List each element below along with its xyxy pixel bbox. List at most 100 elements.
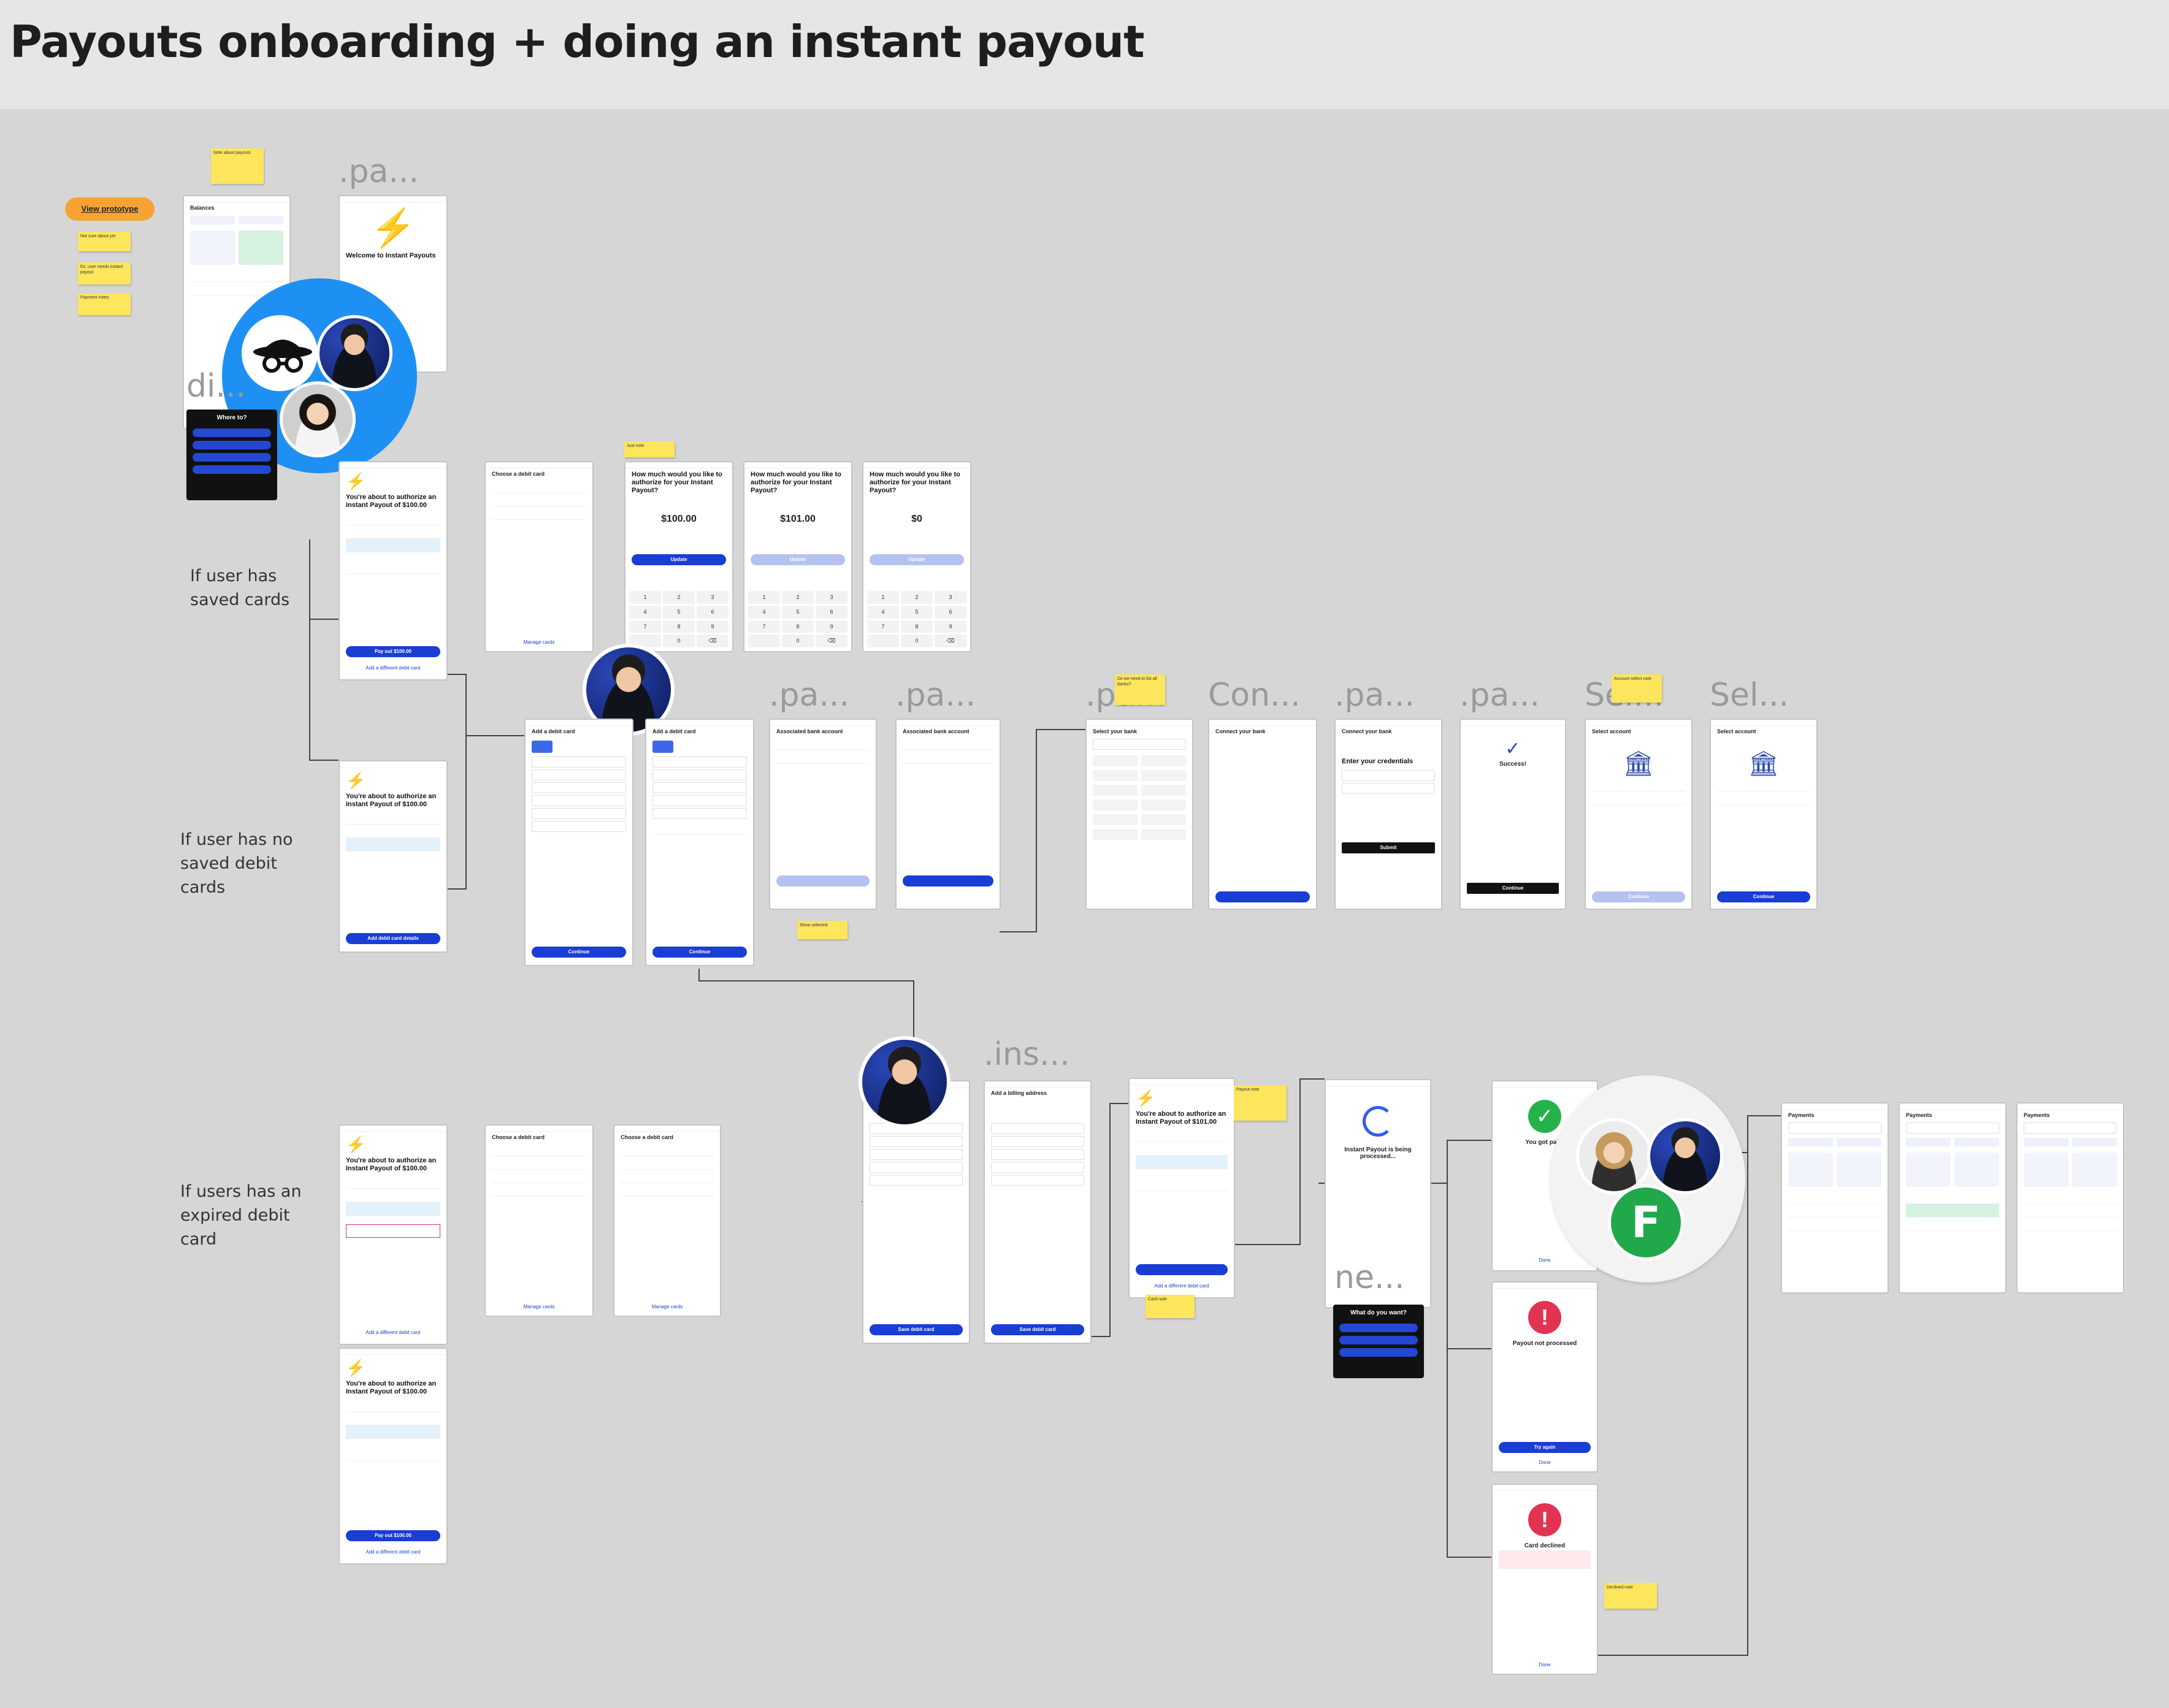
sticky-note[interactable]: Note about payouts [211,148,264,184]
search-input[interactable] [1093,739,1186,750]
bank-option[interactable] [1141,814,1186,825]
expired-card-row[interactable] [346,1224,440,1238]
screen-select-account[interactable]: Select account 🏛 Continue [1585,719,1693,910]
card-number-input[interactable] [532,757,626,768]
avatar[interactable] [583,644,675,736]
bank-option[interactable] [1093,814,1138,825]
province-select[interactable] [991,1175,1084,1186]
password-input[interactable] [1342,783,1435,795]
search-input[interactable] [1788,1123,1881,1134]
avatar[interactable] [859,1036,951,1128]
list-item[interactable] [1906,1191,1999,1204]
avatar[interactable] [316,315,392,391]
list-item[interactable] [1906,1218,1999,1231]
card-row[interactable] [492,1183,586,1197]
name-input[interactable] [652,795,747,806]
try-again-button[interactable]: Try again [1499,1442,1591,1453]
tab-payouts[interactable] [1954,1138,1999,1146]
sticky-note[interactable]: Do we need to list all banks? [1115,674,1165,705]
balance-tile[interactable] [1788,1153,1833,1187]
bank-option[interactable] [1141,799,1186,810]
balance-tile[interactable] [1906,1153,1951,1187]
sticky-note[interactable]: Card note [1146,1295,1195,1318]
screen-connect-bank[interactable]: Connect your bank [1208,719,1317,910]
menu-option[interactable] [1339,1324,1418,1332]
done-link[interactable]: Done [1539,1257,1551,1263]
add-different-card-link[interactable]: Add a different debit card [1154,1283,1209,1289]
sticky-note[interactable]: Just note [624,441,675,457]
manage-cards-link[interactable]: Manage cards [523,1304,555,1310]
bank-option[interactable] [1141,770,1186,781]
sticky-note[interactable]: Payment notes [78,293,131,315]
bank-option[interactable] [1093,829,1138,840]
tab-payouts[interactable] [2072,1138,2117,1146]
sticky-note[interactable]: Show selected [797,921,847,939]
save-debit-button[interactable]: Save debit card [870,1324,963,1335]
bank-option[interactable] [1093,799,1138,810]
screen-payments[interactable]: Payments [1899,1102,2006,1294]
list-item[interactable] [2024,1204,2117,1218]
sticky-note[interactable]: Not sure about yet [78,232,131,251]
save-debit-button[interactable]: Save debit card [991,1324,1084,1335]
screen-authorize[interactable]: ⚡ You're about to authorize an Instant P… [339,1348,448,1565]
avatar[interactable]: F [1608,1184,1684,1260]
save-button[interactable] [776,875,870,886]
bank-option[interactable] [1141,755,1186,766]
card-row[interactable] [492,1143,586,1156]
update-button[interactable]: Update [632,554,726,565]
add-different-card-link[interactable]: Add a different debit card [365,1330,421,1335]
instant-tile[interactable] [239,231,283,265]
screen-card-declined[interactable]: ! Card declined Done [1491,1484,1598,1675]
bank-option[interactable] [1141,829,1186,840]
tab-bar[interactable] [1900,1135,2005,1149]
address-line-2-input[interactable] [991,1136,1084,1147]
bank-row[interactable] [776,750,870,764]
list-item[interactable] [1788,1191,1881,1204]
card-row[interactable] [492,493,586,506]
sticky-note[interactable]: Ex. user needs instant payout [78,262,131,284]
bank-row[interactable] [903,737,993,750]
search-input[interactable] [1906,1123,1999,1134]
bank-account-input[interactable] [532,821,626,832]
card-row[interactable] [492,1156,586,1170]
balance-tile[interactable] [2024,1153,2068,1187]
card-row[interactable] [621,1143,714,1156]
screen-amount[interactable]: How much would you like to authorize for… [862,461,971,652]
account-row[interactable] [1717,778,1810,791]
tab-bar[interactable] [184,213,289,227]
account-row[interactable] [1592,791,1685,805]
expiry-input[interactable] [532,769,626,780]
bank-row[interactable] [776,737,870,750]
menu-option[interactable] [193,429,271,437]
update-button[interactable]: Update [870,554,964,565]
bank-account-row[interactable] [652,821,747,834]
pay-out-button[interactable] [1136,1264,1228,1275]
dark-menu-card[interactable]: Where to? [186,410,277,500]
screen-authorize[interactable]: ⚡ You're about to authorize an Instant P… [1128,1078,1235,1298]
card-row[interactable] [621,1183,714,1197]
card-row[interactable] [492,1170,586,1183]
card-row[interactable] [621,1170,714,1183]
sticky-note[interactable]: Account select note [1612,674,1662,703]
screen-success[interactable]: ✓ Success! Continue [1459,719,1566,910]
avatar[interactable] [242,315,318,391]
screen-select-account[interactable]: Select account 🏛 Continue [1710,719,1818,910]
search-input[interactable] [2024,1123,2117,1134]
screen-add-debit-card[interactable]: Add a debit card Continue [524,719,633,966]
country-select[interactable] [870,1162,963,1173]
bank-grid[interactable] [1087,752,1192,844]
menu-option[interactable] [1339,1348,1418,1357]
name-input[interactable] [532,795,626,806]
city-input[interactable] [870,1149,963,1160]
avatar[interactable] [1647,1118,1723,1194]
address-line-2-input[interactable] [870,1136,963,1147]
screen-choose-card[interactable]: Choose a debit card Manage cards [484,461,594,652]
tab-bar[interactable] [2018,1135,2123,1149]
screen-authorize[interactable]: ⚡ You're about to authorize an Instant P… [339,1124,448,1345]
card-row[interactable] [621,1156,714,1170]
done-link[interactable]: Done [1539,1460,1551,1465]
list-item[interactable] [190,282,283,295]
pay-out-button[interactable]: Pay out $100.00 [346,646,440,657]
